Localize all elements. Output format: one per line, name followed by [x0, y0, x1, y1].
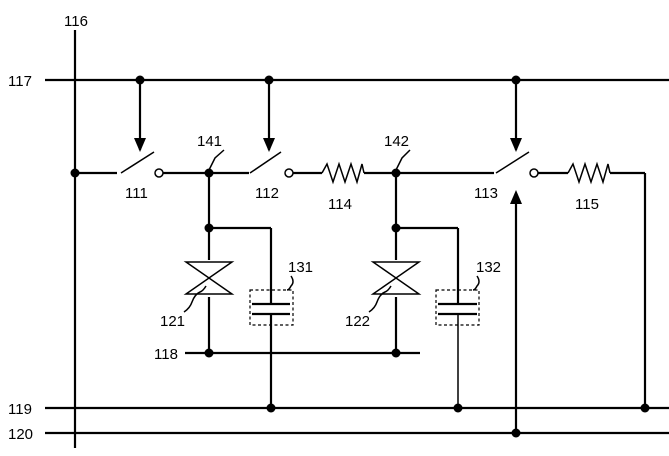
switch-113 — [496, 76, 538, 434]
junction-dot — [71, 169, 80, 178]
label-112: 112 — [255, 185, 279, 202]
junction-dot — [205, 349, 214, 358]
label-141: 141 — [197, 133, 222, 150]
junction-dot — [392, 349, 401, 358]
junction-dot — [392, 224, 401, 233]
leader-141 — [209, 150, 224, 170]
label-116: 116 — [64, 13, 88, 30]
label-120: 120 — [8, 426, 33, 443]
label-118: 118 — [154, 346, 178, 363]
switch-112 — [250, 76, 293, 178]
junction-dot — [512, 429, 521, 438]
label-132: 132 — [476, 259, 501, 276]
label-117: 117 — [8, 73, 32, 90]
label-113: 113 — [474, 185, 498, 202]
junction-dot — [454, 404, 463, 413]
element-121 — [186, 262, 232, 294]
junction-dot — [641, 404, 650, 413]
switch-111 — [121, 76, 163, 178]
label-114: 114 — [328, 196, 352, 213]
label-131: 131 — [288, 259, 313, 276]
label-122: 122 — [345, 313, 370, 330]
resistor-115 — [568, 164, 610, 182]
label-142: 142 — [384, 133, 409, 150]
junction-dot — [267, 404, 276, 413]
label-121: 121 — [160, 313, 185, 330]
label-115: 115 — [575, 196, 599, 213]
label-111: 111 — [125, 185, 148, 202]
resistor-114 — [322, 164, 364, 182]
leader-121 — [184, 286, 206, 312]
label-119: 119 — [8, 401, 32, 418]
leader-132 — [473, 276, 479, 290]
leader-131 — [287, 276, 293, 290]
junction-dot — [205, 224, 214, 233]
element-122 — [373, 262, 419, 294]
leader-142 — [396, 150, 410, 170]
